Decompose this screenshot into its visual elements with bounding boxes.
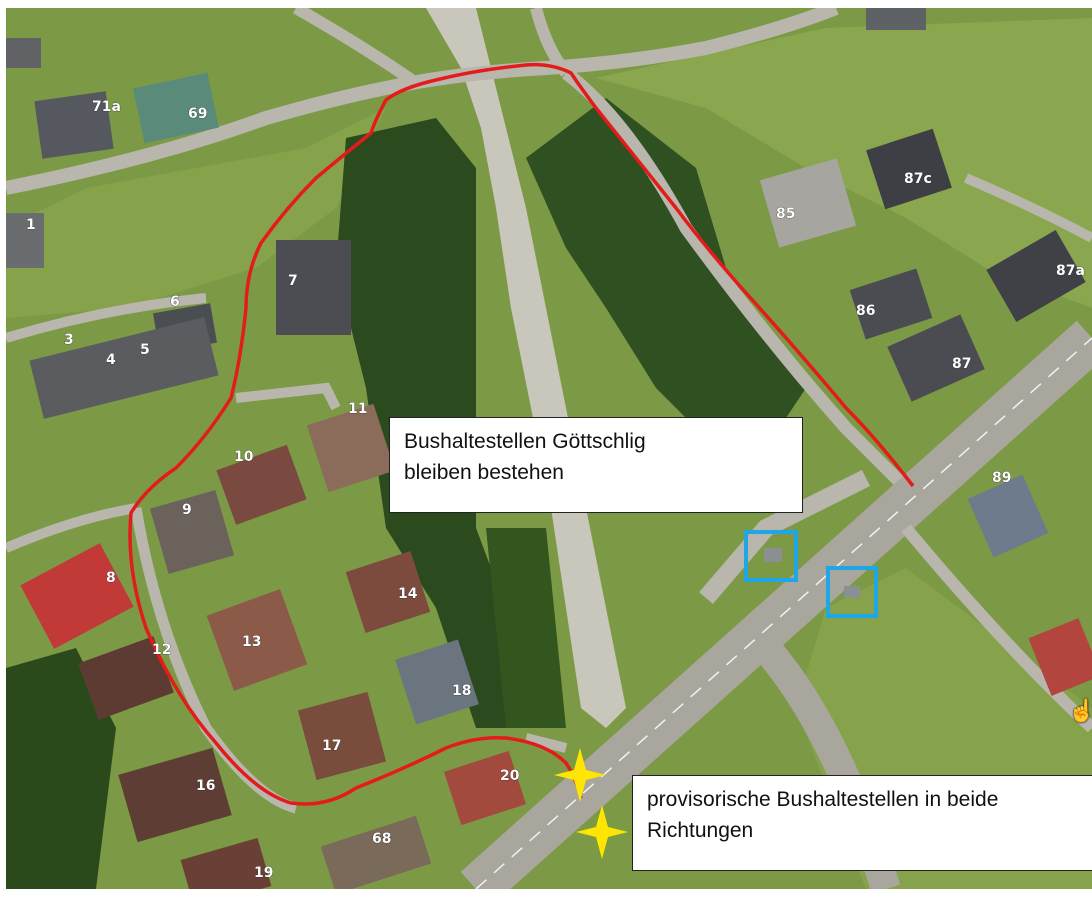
road-marking: [475, 337, 1092, 889]
callout-goettschlig-line2: bleiben bestehen: [404, 461, 564, 484]
road: [524, 733, 568, 753]
meadow-patch: [6, 108, 386, 318]
road: [964, 173, 1092, 243]
house-number: 86: [856, 303, 875, 319]
callout-goettschlig-line1: Bushaltestellen Göttschlig: [404, 430, 646, 453]
road: [901, 524, 1092, 733]
provisional-stop-star-2[interactable]: [576, 805, 628, 859]
house-number: 85: [776, 206, 795, 222]
house-number: 14: [398, 586, 418, 602]
buildings: [6, 8, 1092, 889]
road: [293, 8, 420, 88]
hand-pointer-icon: ☝: [1068, 698, 1092, 723]
bus-shelter: [844, 586, 860, 598]
house-number: 19: [254, 865, 273, 881]
house-number: 13: [242, 634, 261, 650]
house-number: 68: [372, 831, 391, 847]
house-number: 87c: [904, 171, 932, 187]
house-number: 10: [234, 449, 254, 465]
callout-provisorisch-line1: provisorische Bushaltestellen in beide: [647, 788, 999, 811]
house-number: 7: [288, 273, 298, 289]
river-bed: [426, 8, 626, 728]
house-number: 16: [196, 778, 215, 794]
house-number: 69: [188, 106, 207, 122]
callout-provisorisch: provisorische Bushaltestellen in beide R…: [632, 775, 1092, 871]
bus-stop-marker-goettschlig-1[interactable]: [744, 530, 798, 582]
forest: [526, 98, 806, 448]
house-number: 9: [182, 502, 192, 518]
meadow-patch: [596, 18, 1092, 308]
house-number: 8: [106, 570, 116, 586]
house-number: 18: [452, 683, 471, 699]
house-number: 20: [500, 768, 520, 784]
bus-stop-marker-goettschlig-2[interactable]: [826, 566, 878, 618]
house-number: 4: [106, 352, 116, 368]
house-number-labels: 71a 69 1 6 7 3 4 5 11 10 9 8 12 13 14 18…: [26, 99, 1086, 882]
house-number: 87a: [1056, 263, 1085, 279]
callout-provisorisch-line2: Richtungen: [647, 819, 754, 842]
aerial-map[interactable]: 71a 69 1 6 7 3 4 5 11 10 9 8 12 13 14 18…: [6, 8, 1092, 889]
road: [6, 293, 207, 343]
house-number: 17: [322, 738, 341, 754]
road: [235, 382, 341, 411]
house-number: 89: [992, 470, 1011, 486]
house-number: 3: [64, 332, 74, 348]
parking-area: [699, 469, 871, 604]
house-number: 11: [348, 401, 367, 417]
provisional-stop-star-1[interactable]: [554, 748, 606, 802]
bus-shelter: [764, 548, 782, 562]
forest: [486, 528, 566, 728]
road: [562, 67, 911, 493]
callout-goettschlig: Bushaltestellen Göttschlig bleiben beste…: [389, 417, 803, 513]
house-number: 87: [952, 356, 971, 372]
road: [6, 503, 137, 553]
house-number: 71a: [92, 99, 121, 115]
forest: [6, 648, 116, 889]
house-number: 6: [170, 294, 180, 310]
house-number: 1: [26, 217, 36, 233]
house-number: 12: [152, 642, 171, 658]
bus-route-line: [128, 62, 915, 806]
house-number: 5: [140, 342, 150, 358]
